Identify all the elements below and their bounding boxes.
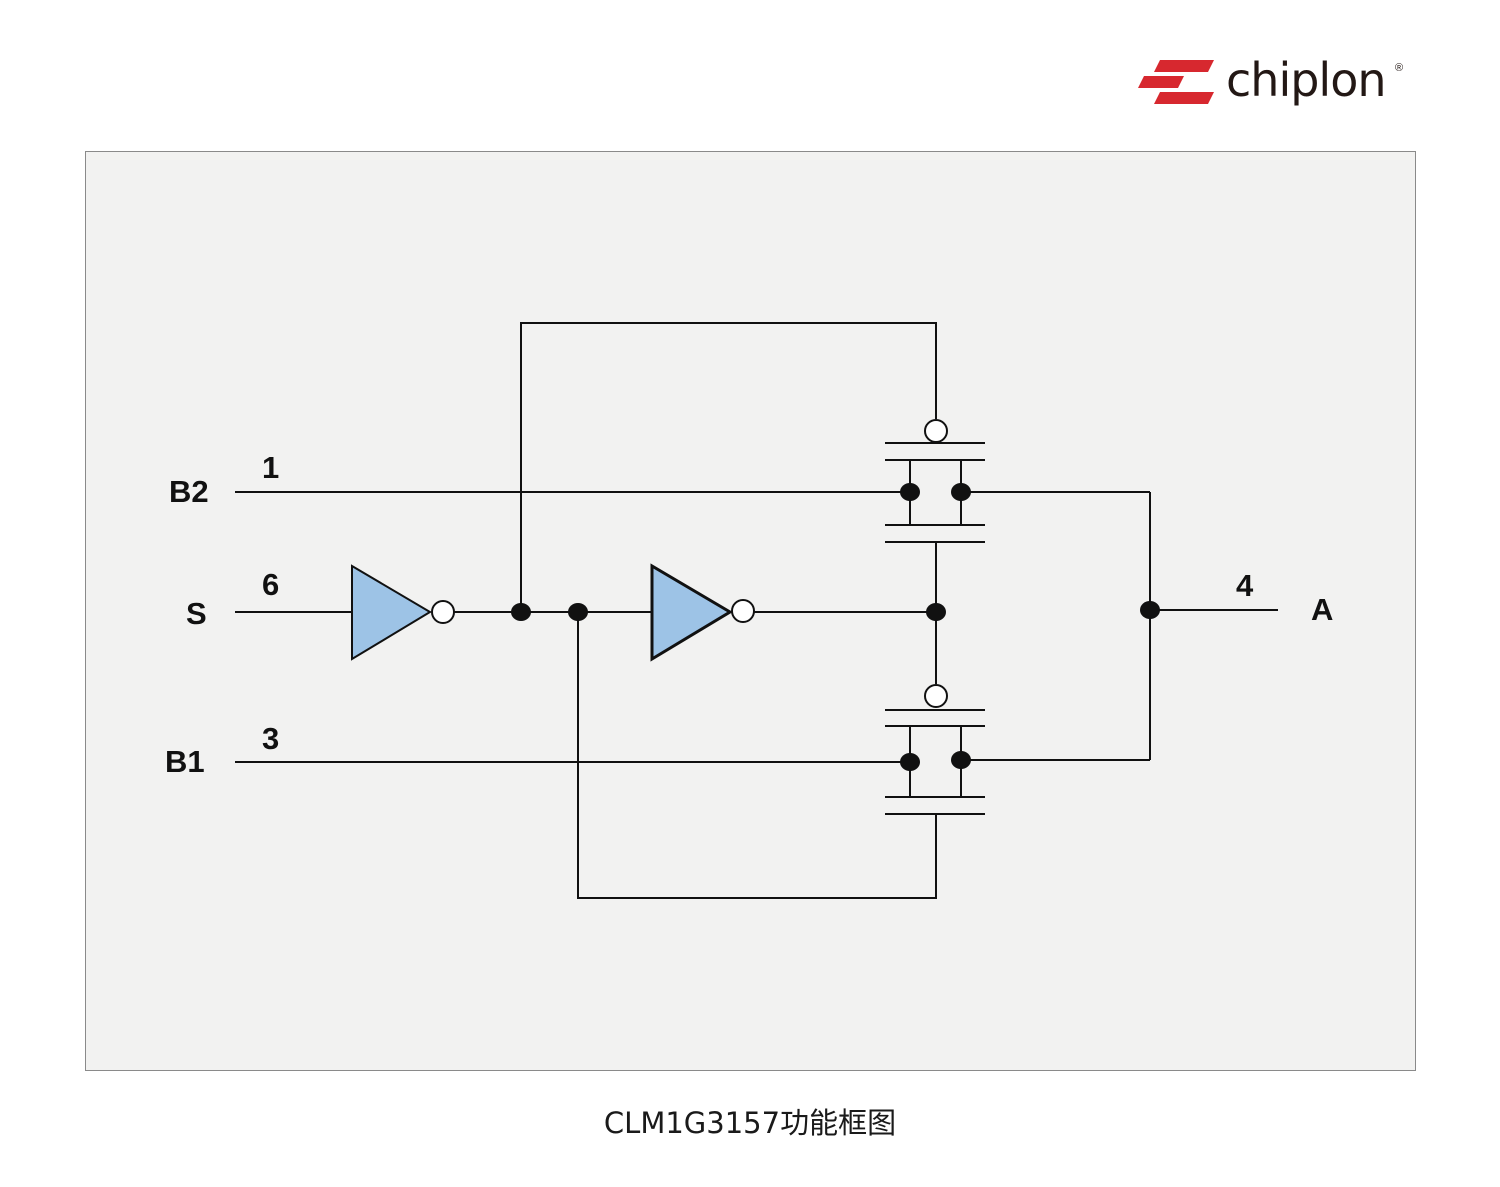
lower-transmission-gate — [885, 709, 985, 815]
inverter-1-triangle-icon — [351, 564, 432, 661]
inverter-1-bubble-icon — [431, 600, 455, 624]
inverter-1 — [351, 564, 455, 661]
pin-b1-number: 3 — [262, 721, 279, 756]
pin-b2-name: B2 — [169, 474, 209, 509]
inverter-2-triangle-icon — [650, 563, 733, 662]
inverter-2 — [650, 563, 755, 662]
junction-dot — [1140, 601, 1160, 619]
junction-dot — [511, 603, 531, 621]
junction-dot — [926, 603, 946, 621]
pin-b1-name: B1 — [165, 744, 205, 779]
pin-a-number: 4 — [1236, 568, 1254, 603]
brand-name: chiplon — [1226, 53, 1387, 107]
inverter-2-bubble-icon — [731, 599, 755, 623]
junction-dot — [900, 483, 920, 501]
junction-dot — [900, 753, 920, 771]
chiplon-logo: chiplon ® — [1138, 52, 1418, 112]
top-control-wire — [520, 322, 937, 612]
diagram-caption: CLM1G3157功能框图 — [603, 1106, 897, 1140]
bottom-control-wire — [577, 612, 937, 899]
pin-b2-number: 1 — [262, 450, 279, 485]
pin-s-number: 6 — [262, 567, 279, 602]
registered-mark: ® — [1395, 62, 1404, 74]
upper-gate-bubble-icon — [924, 419, 948, 443]
junction-dot — [951, 483, 971, 501]
junction-dot — [951, 751, 971, 769]
lower-gate-bubble-icon — [924, 684, 948, 708]
chiplon-logo-mark-icon — [1138, 60, 1214, 104]
junction-dot — [568, 603, 588, 621]
pin-s-name: S — [186, 596, 207, 631]
pin-a-name: A — [1311, 592, 1333, 627]
